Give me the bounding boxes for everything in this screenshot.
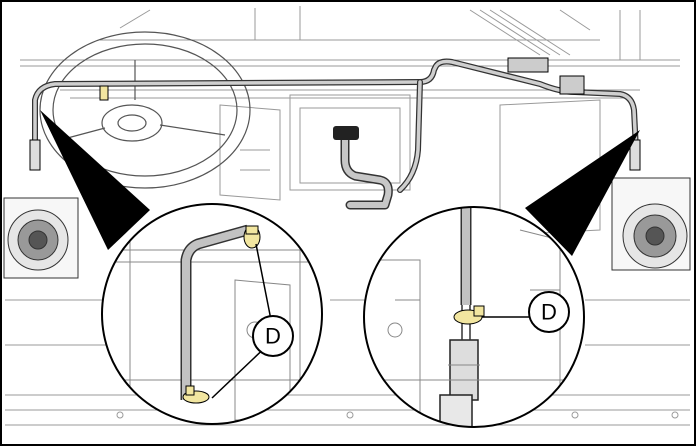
right-pointer-wedge (525, 130, 640, 256)
right-detail-inset: D (363, 206, 585, 428)
callout-bubble-right (528, 291, 570, 333)
clamp-marker (629, 139, 641, 171)
connector-cluster (507, 57, 549, 73)
callout-label-right: D (541, 300, 557, 325)
clamp-marker (99, 85, 109, 101)
callout-label-left: D (265, 324, 281, 349)
steering-wheel (39, 31, 251, 189)
clamp-marker (29, 139, 41, 171)
callout-bubble-left (252, 315, 294, 357)
center-connector (333, 126, 359, 140)
left-speaker (3, 197, 79, 279)
harness-hose (32, 58, 639, 210)
right-speaker (611, 177, 691, 271)
connector-cluster (559, 75, 585, 95)
left-detail-inset: D (101, 203, 323, 425)
left-pointer-wedge (40, 110, 150, 250)
